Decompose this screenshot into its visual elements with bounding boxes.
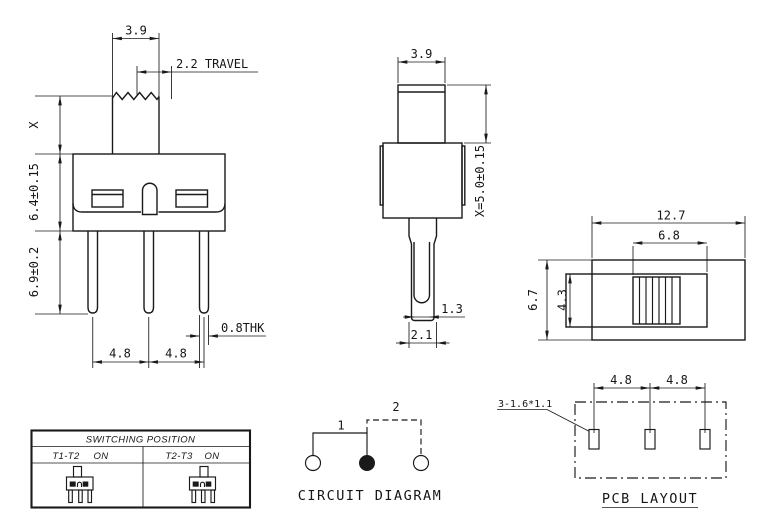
side-tab-left [379,145,384,206]
top-slot [565,273,708,328]
top-body-depth-label: 6.7 [526,289,540,311]
table-pos2-state: ON [204,451,219,462]
table-title: SWITCHING POSITION [86,435,196,446]
front-knob-width-label: 3.9 [125,24,147,38]
circuit-caption: CIRCUIT DIAGRAM [298,488,442,504]
front-view-dimension-lines [35,33,266,368]
side-slot-width-label: 1.3 [441,302,463,316]
side-pin-slot [413,242,431,304]
pin-1 [87,231,99,314]
side-knob [397,84,446,144]
side-pin-width-label: 2.1 [411,328,433,342]
top-view-dimension-lines [538,216,746,341]
front-view: 3.9 2.2 TRAVEL X 6.4±0.15 6.9±0.2 0.8THK… [27,24,266,368]
pcb-outline [574,401,727,479]
pcb-pitch-right-label: 4.8 [666,373,688,387]
front-body-height-label: 6.4±0.15 [27,163,41,221]
circuit-label-2: 2 [392,400,399,414]
front-travel-label: 2.2 TRAVEL [176,57,248,71]
mini-switch-position-1 [65,465,94,504]
side-tab-right [461,145,466,206]
pcb-pad-2 [644,428,656,450]
switching-position-table: SWITCHING POSITION T1-T2 ON T2-T3 ON [30,429,252,509]
top-body-width-label: 12.7 [657,209,686,223]
terminal-t1 [304,454,322,472]
table-pos1-state: ON [93,451,108,462]
pcb-hole-note: 3-1.6*1.1 [498,399,552,410]
top-slot-depth-label: 4.3 [556,289,570,311]
table-pos2-label: T2-T3 [165,451,193,462]
pcb-note-leader [546,409,589,432]
left-hole [91,189,124,208]
side-pin [408,218,438,322]
front-view-body [72,91,226,314]
right-hole [175,189,209,208]
front-stem-height-label: X [27,121,41,129]
table-border [30,429,252,509]
front-pin-length-label: 6.9±0.2 [27,247,41,298]
top-knob-serrations [638,277,673,324]
circuit-link-1-line [312,432,368,456]
side-knob-width-label: 3.9 [411,47,433,61]
top-view-body [565,259,746,341]
circuit-label-1: 1 [337,419,344,433]
pcb-pad-3 [699,428,711,450]
mini-switch-position-2 [188,465,217,504]
circuit-diagram: 1 2 CIRCUIT DIAGRAM [298,400,442,504]
table-pos1-label: T1-T2 [52,451,80,462]
pcb-caption: PCB LAYOUT [602,491,698,507]
terminal-t2-common [359,455,375,471]
side-view: 3.9 X=5.0±0.15 1.3 2.1 [379,47,491,348]
pcb-pad-1 [588,428,600,450]
side-height-label: X=5.0±0.15 [473,145,487,217]
front-pitch-right-label: 4.8 [165,347,187,361]
side-body [382,142,463,219]
pcb-layout: 3-1.6*1.1 4.8 4.8 PCB LAYOUT [497,373,727,508]
terminal-t3 [412,454,430,472]
top-slot-width-label: 6.8 [658,229,680,243]
circuit-link-2-line [366,419,422,456]
top-body-outline [591,259,746,341]
pin-2 [143,231,155,314]
top-knob [632,276,681,325]
top-view: 12.7 6.8 6.7 4.3 [526,209,746,341]
center-slot [141,182,158,216]
pcb-pitch-left-label: 4.8 [610,373,632,387]
front-pitch-left-label: 4.8 [109,347,131,361]
pin-3 [198,231,210,314]
front-pin-thickness-label: 0.8THK [221,321,265,335]
side-view-body [379,84,466,322]
knob-knurl-zigzag [111,91,160,101]
